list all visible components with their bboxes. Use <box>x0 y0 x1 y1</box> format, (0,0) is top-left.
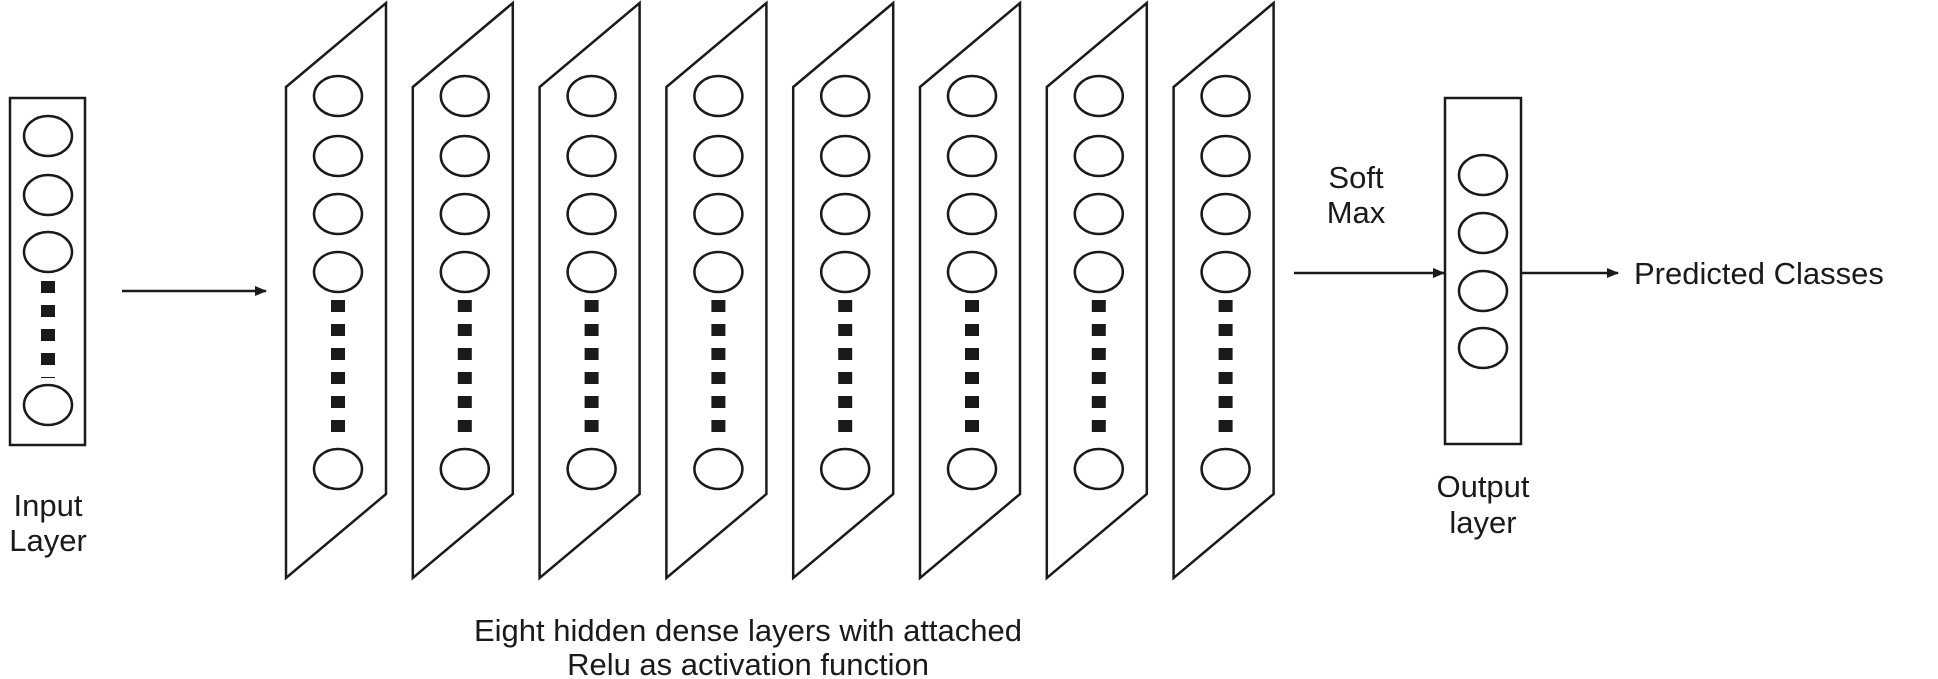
output-layer-box <box>1443 96 1523 446</box>
hidden-layer-outline <box>411 0 515 581</box>
hidden-neuron <box>819 74 871 118</box>
hidden-layers-caption-line2: Relu as activation function <box>567 647 929 679</box>
hidden-neuron <box>946 447 998 491</box>
output-neuron <box>1457 153 1509 197</box>
input-layer <box>8 96 87 447</box>
hidden-neuron <box>312 192 364 236</box>
hidden-neuron <box>946 250 998 294</box>
output-layer <box>1443 96 1523 446</box>
hidden-layer <box>538 0 641 581</box>
hidden-neuron <box>693 250 744 294</box>
hidden-layer <box>665 0 768 581</box>
hidden-neuron <box>566 192 617 236</box>
input-layer-label-line2: Layer <box>9 523 87 558</box>
input-neuron <box>22 383 74 427</box>
hidden-neuron <box>439 250 491 294</box>
output-neuron <box>1457 211 1509 255</box>
hidden-neuron <box>566 250 617 294</box>
hidden-neuron <box>1073 134 1125 178</box>
hidden-neuron <box>1073 192 1125 236</box>
hidden-layer <box>1045 0 1149 581</box>
hidden-neuron <box>1200 74 1251 118</box>
hidden-neuron <box>439 74 491 118</box>
hidden-neuron <box>693 192 744 236</box>
hidden-layers-group <box>284 0 1275 581</box>
hidden-layer <box>918 0 1022 581</box>
hidden-layer <box>284 0 388 581</box>
hidden-neuron <box>819 447 871 491</box>
hidden-neuron <box>946 134 998 178</box>
hidden-neuron <box>312 74 364 118</box>
hidden-neuron <box>819 134 871 178</box>
hidden-layers-caption-line1: Eight hidden dense layers with attached <box>474 613 1022 648</box>
hidden-neuron <box>1200 250 1251 294</box>
hidden-neuron <box>439 192 491 236</box>
hidden-neuron <box>439 134 491 178</box>
hidden-layer-outline <box>1045 0 1149 581</box>
hidden-neuron <box>1073 250 1125 294</box>
hidden-layer-outline <box>538 0 641 581</box>
hidden-neuron <box>1200 192 1251 236</box>
hidden-neuron <box>1073 447 1125 491</box>
input-layer-label-line1: Input <box>14 488 83 523</box>
hidden-layer <box>791 0 895 581</box>
input-layer-box <box>8 96 87 447</box>
hidden-neuron <box>946 192 998 236</box>
output-neuron <box>1457 269 1509 313</box>
hidden-neuron <box>1200 447 1251 491</box>
softmax-label-line1: Soft <box>1328 160 1384 195</box>
hidden-neuron <box>312 134 364 178</box>
hidden-neuron <box>693 447 744 491</box>
hidden-layer-outline <box>918 0 1022 581</box>
hidden-neuron <box>693 134 744 178</box>
hidden-layer-outline <box>665 0 768 581</box>
input-neuron <box>22 114 74 158</box>
predicted-classes-label: Predicted Classes <box>1634 256 1884 291</box>
hidden-neuron <box>566 447 617 491</box>
hidden-neuron <box>693 74 744 118</box>
hidden-layer-outline <box>284 0 388 581</box>
hidden-neuron <box>819 192 871 236</box>
input-neuron <box>22 173 74 217</box>
hidden-layer <box>411 0 515 581</box>
hidden-neuron <box>312 250 364 294</box>
hidden-layer-outline <box>1172 0 1275 581</box>
hidden-neuron <box>312 447 364 491</box>
softmax-label-line2: Max <box>1327 195 1386 230</box>
hidden-neuron <box>439 447 491 491</box>
hidden-layer <box>1172 0 1275 581</box>
output-layer-label-line2: layer <box>1449 505 1516 540</box>
hidden-neuron <box>1073 74 1125 118</box>
hidden-neuron <box>946 74 998 118</box>
input-neuron <box>22 230 74 274</box>
hidden-neuron <box>566 134 617 178</box>
output-layer-label-line1: Output <box>1436 469 1529 504</box>
hidden-neuron <box>819 250 871 294</box>
hidden-layer-outline <box>791 0 895 581</box>
hidden-neuron <box>1200 134 1251 178</box>
output-neuron <box>1457 326 1509 370</box>
hidden-neuron <box>566 74 617 118</box>
